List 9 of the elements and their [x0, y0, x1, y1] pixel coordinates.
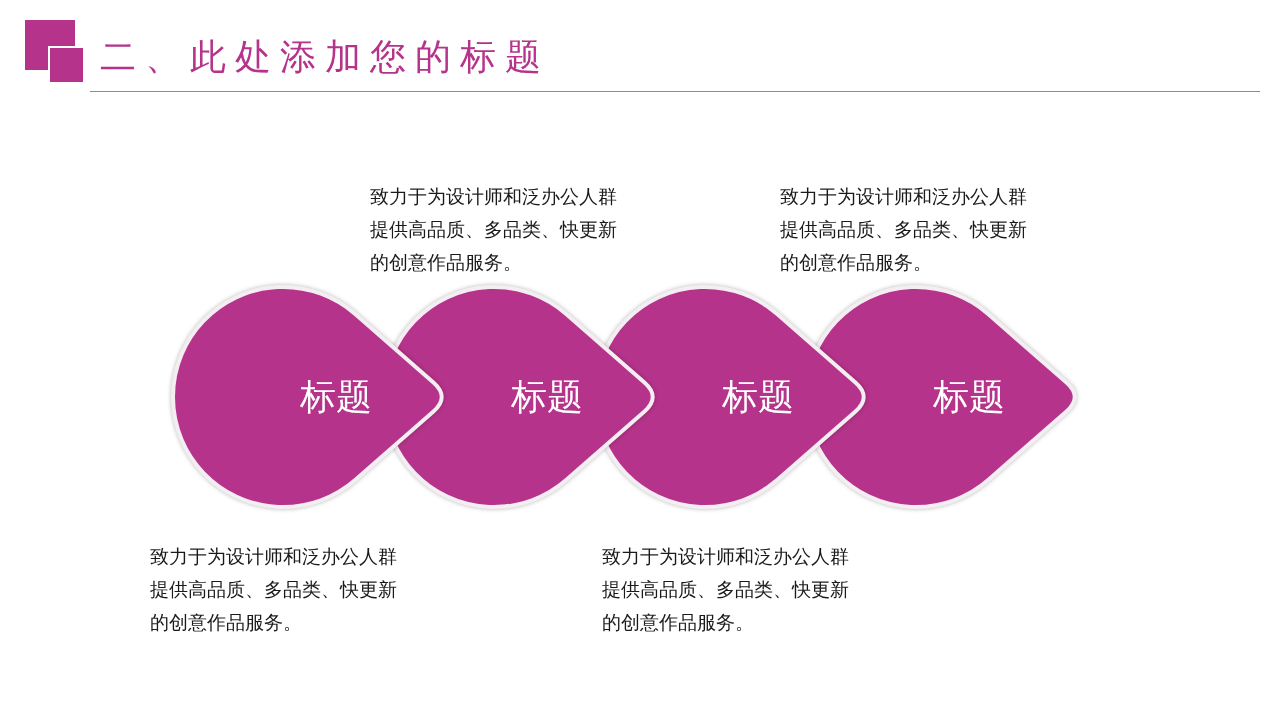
description-text: 致力于为设计师和泛办公人群提供高品质、多品类、快更新的创意作品服务。: [780, 185, 1028, 275]
description-text: 致力于为设计师和泛办公人群提供高品质、多品类、快更新的创意作品服务。: [602, 545, 850, 635]
description-text: 致力于为设计师和泛办公人群提供高品质、多品类、快更新的创意作品服务。: [370, 185, 618, 275]
shape-label: 标题: [722, 375, 794, 419]
slide-title: 二、此处添加您的标题: [100, 35, 550, 79]
shape-label: 标题: [933, 375, 1005, 419]
shape-label: 标题: [511, 375, 583, 419]
description-text: 致力于为设计师和泛办公人群提供高品质、多品类、快更新的创意作品服务。: [150, 545, 398, 635]
shape-label: 标题: [300, 375, 372, 419]
